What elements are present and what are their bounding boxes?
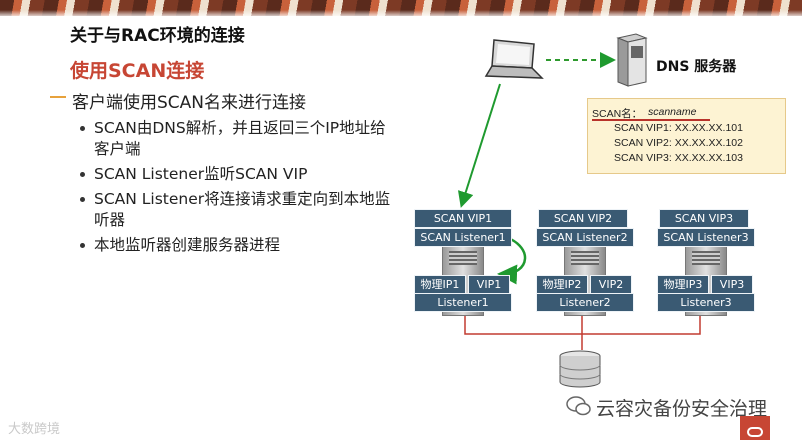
scan-name-value: scanname xyxy=(648,106,697,118)
bullet-item: 本地监听器创建服务器进程 xyxy=(80,235,400,256)
scan-listener-label: SCAN Listener1 xyxy=(414,228,512,247)
scan-vip-label: SCAN VIP1 xyxy=(414,209,512,228)
client-laptop-icon xyxy=(484,39,544,79)
bullet-text: 本地监听器创建服务器进程 xyxy=(94,236,281,254)
watermark-right: 云容灾备份安全治理 xyxy=(596,398,768,420)
bullet-list: SCAN由DNS解析，并且返回三个IP地址给客户端 SCAN Listener监… xyxy=(80,118,400,260)
scan-listener-label: SCAN Listener3 xyxy=(657,228,755,247)
shared-storage-icon xyxy=(559,350,601,388)
top-banner-fade xyxy=(0,10,802,18)
scan-vip-label: SCAN VIP3 xyxy=(659,209,749,228)
bullet-dot xyxy=(80,172,85,177)
bullet-text: SCAN由DNS解析，并且返回三个IP地址给客户端 xyxy=(94,119,386,158)
watermark-left: 大数跨境 xyxy=(8,422,61,437)
listener-label: Listener3 xyxy=(657,293,755,312)
bullet-dot xyxy=(80,197,85,202)
physical-ip-label: 物理IP2 xyxy=(536,275,588,294)
vip-label: VIP2 xyxy=(590,275,632,294)
oracle-ring-icon xyxy=(747,427,763,437)
scan-vip-label: SCAN VIP2 xyxy=(538,209,628,228)
oracle-logo-badge xyxy=(740,416,770,440)
physical-ip-label: 物理IP1 xyxy=(414,275,466,294)
dns-server-icon xyxy=(616,33,648,87)
level1-bullet: 客户端使用SCAN名来进行连接 xyxy=(72,93,307,113)
vip-label: VIP1 xyxy=(468,275,510,294)
dns-server-label: DNS 服务器 xyxy=(656,59,737,75)
scan-name-underline xyxy=(592,119,710,121)
slide-subtitle: 使用SCAN连接 xyxy=(70,60,205,82)
scan-listener-label: SCAN Listener2 xyxy=(536,228,634,247)
bullet-dash xyxy=(50,96,66,98)
bullet-item: SCAN Listener监听SCAN VIP xyxy=(80,164,400,185)
bullet-item: SCAN由DNS解析，并且返回三个IP地址给客户端 xyxy=(80,118,400,160)
vip-label: VIP3 xyxy=(711,275,753,294)
bullet-dot xyxy=(80,126,85,131)
scan-resolution-note: SCAN名： scanname SCAN VIP1: XX.XX.XX.101 … xyxy=(587,98,786,174)
physical-ip-label: 物理IP3 xyxy=(657,275,709,294)
wechat-icon xyxy=(566,396,591,416)
bullet-dot xyxy=(80,243,85,248)
scan-vip2-entry: SCAN VIP2: XX.XX.XX.102 xyxy=(614,137,743,149)
bullet-item: SCAN Listener将连接请求重定向到本地监听器 xyxy=(80,189,400,231)
slide-title: 关于与RAC环境的连接 xyxy=(70,26,245,46)
listener-label: Listener2 xyxy=(536,293,634,312)
client-to-scan-arrow xyxy=(457,83,501,208)
listener-label: Listener1 xyxy=(414,293,512,312)
scan-vip3-entry: SCAN VIP3: XX.XX.XX.103 xyxy=(614,152,743,164)
scan-name-label: SCAN名： xyxy=(592,108,643,120)
scan-vip1-entry: SCAN VIP1: XX.XX.XX.101 xyxy=(614,122,743,134)
bullet-text: SCAN Listener将连接请求重定向到本地监听器 xyxy=(94,190,391,229)
bullet-text: SCAN Listener监听SCAN VIP xyxy=(94,165,308,183)
